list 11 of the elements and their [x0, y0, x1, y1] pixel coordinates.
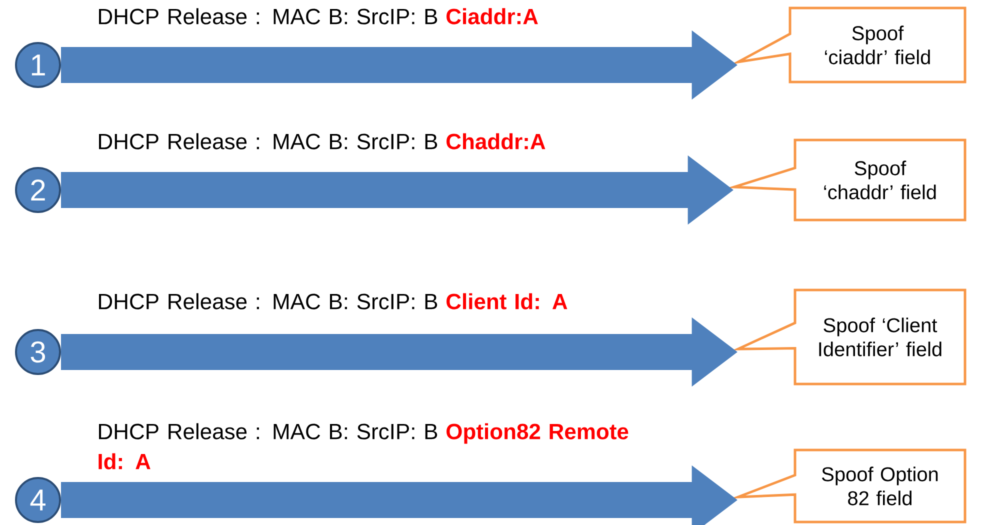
packet-label: DHCP Release : MAC B: SrcIP: B Chaddr:A [99, 133, 546, 150]
packet-label: DHCP Release : MAC B: SrcIP: B Client Id: A [99, 293, 568, 310]
packet-label: DHCP Release : MAC B: SrcIP: B Ciaddr:A [99, 8, 538, 24]
label: Option82 Remote [446, 423, 628, 444]
callout-box: Spoof ‘ciaddr’ field [731, 6, 966, 84]
callout-box: Spoof Option 82 field [730, 448, 966, 524]
packet-label: DHCP Release : MAC B: SrcIP: B Option82 Remote Id: A [98, 423, 628, 470]
callout-box: Spoof ‘Client Identifier’ field [732, 288, 966, 386]
label: DHCP Release : MAC B: SrcIP: B [99, 423, 438, 440]
label: Id: A [98, 453, 150, 470]
callout-box: Spoof ‘chaddr’ field [726, 138, 966, 222]
